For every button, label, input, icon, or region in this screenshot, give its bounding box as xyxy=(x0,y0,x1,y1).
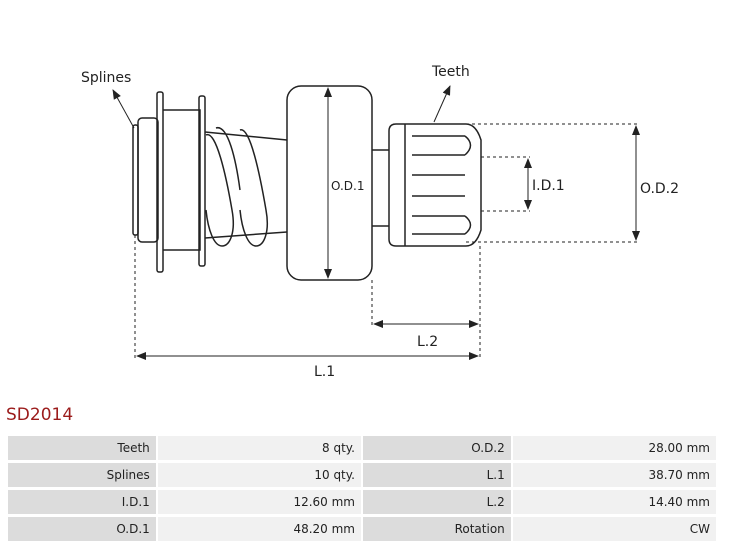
spec-value: CW xyxy=(512,517,716,541)
neck xyxy=(372,149,389,227)
table-row: I.D.1 12.60 mm L.2 14.40 mm xyxy=(8,490,716,514)
spring-coil-3 xyxy=(215,127,241,191)
spec-label: I.D.1 xyxy=(8,490,156,514)
spec-value: 10 qty. xyxy=(157,463,361,487)
id1-label: I.D.1 xyxy=(532,178,565,194)
spec-label: Splines xyxy=(8,463,156,487)
teeth-label: Teeth xyxy=(431,64,470,80)
spec-value: 28.00 mm xyxy=(512,436,716,460)
diagram-labels: Splines Teeth O.D.1 O.D.2 I.D.1 L.2 L.1 xyxy=(81,64,679,380)
spec-label: Teeth xyxy=(8,436,156,460)
part-number: SD2014 xyxy=(6,405,74,425)
splines-leader xyxy=(112,89,135,129)
spec-value: 48.20 mm xyxy=(157,517,361,541)
table-row: Teeth 8 qty. O.D.2 28.00 mm xyxy=(8,436,716,460)
spec-value: 12.60 mm xyxy=(157,490,361,514)
left-flange-rim xyxy=(156,91,164,273)
splines-label: Splines xyxy=(81,70,131,86)
gear-tooth-tip-bottom xyxy=(464,215,472,235)
starter-drive-diagram: Splines Teeth O.D.1 O.D.2 I.D.1 L.2 L.1 xyxy=(81,64,679,380)
spec-label: Rotation xyxy=(362,517,511,541)
l2-label: L.2 xyxy=(417,334,438,350)
clutch-rim xyxy=(198,95,206,267)
specs-table: Teeth 8 qty. O.D.2 28.00 mm Splines 10 q… xyxy=(6,433,718,544)
collar xyxy=(286,85,373,281)
dimension-lines xyxy=(112,85,640,360)
table-row: O.D.1 48.20 mm Rotation CW xyxy=(8,517,716,541)
spec-label: L.2 xyxy=(362,490,511,514)
l1-label: L.1 xyxy=(314,364,335,380)
spec-label: O.D.1 xyxy=(8,517,156,541)
clutch-housing xyxy=(163,109,201,251)
spec-value: 38.70 mm xyxy=(512,463,716,487)
od1-label: O.D.1 xyxy=(331,179,364,193)
teeth-leader xyxy=(433,85,451,123)
spring-coil-2 xyxy=(239,129,268,247)
left-flange xyxy=(137,117,159,243)
drive-body xyxy=(132,85,482,281)
spec-value: 8 qty. xyxy=(157,436,361,460)
pinion-gear xyxy=(388,123,482,247)
gear-tooth-tip-top xyxy=(464,135,472,156)
spring-coil-1 xyxy=(205,134,234,247)
od2-label: O.D.2 xyxy=(640,181,679,197)
spec-label: L.1 xyxy=(362,463,511,487)
shaft-top xyxy=(204,131,288,141)
spec-value: 14.40 mm xyxy=(512,490,716,514)
spec-label: O.D.2 xyxy=(362,436,511,460)
table-row: Splines 10 qty. L.1 38.70 mm xyxy=(8,463,716,487)
